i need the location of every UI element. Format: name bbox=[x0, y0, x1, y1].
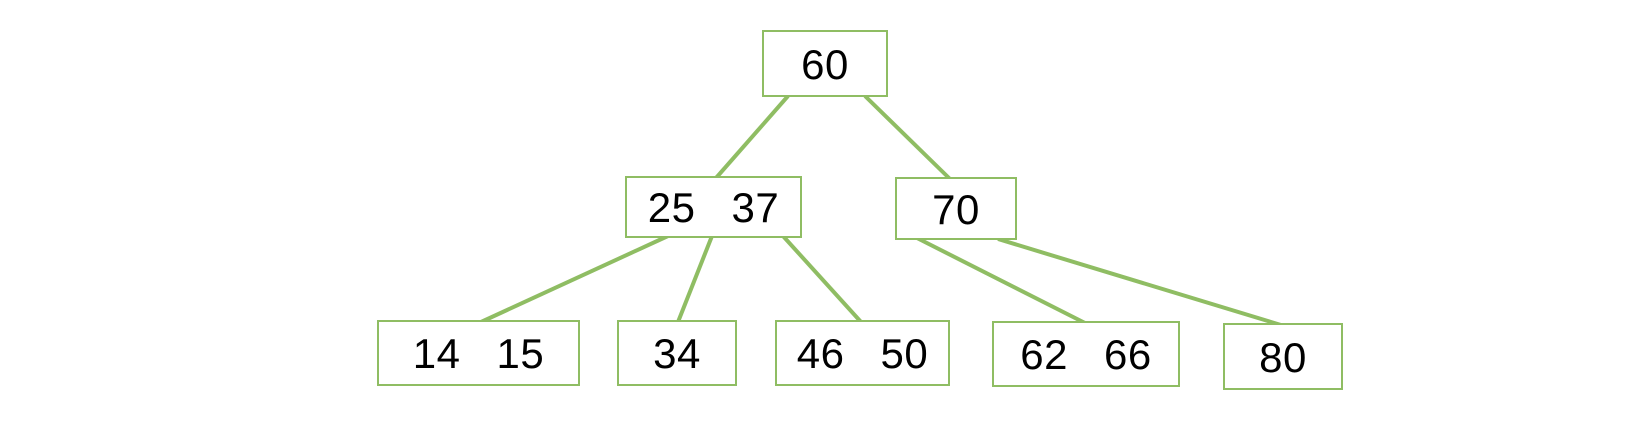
node-key: 66 bbox=[1104, 331, 1152, 378]
tree-edge-n25-37-n14-15 bbox=[480, 234, 669, 324]
node-key: 80 bbox=[1259, 333, 1307, 381]
tree-edge-n70-n80 bbox=[997, 237, 1282, 327]
tree-node-n70: 70 bbox=[895, 177, 1017, 240]
node-key: 14 bbox=[412, 330, 461, 377]
node-key: 50 bbox=[880, 330, 929, 377]
tree-node-n62-66: 62 66 bbox=[992, 321, 1180, 387]
node-key: 37 bbox=[731, 184, 780, 231]
tree-node-n80: 80 bbox=[1223, 323, 1343, 390]
tree-edge-n25-37-n34 bbox=[676, 235, 714, 323]
node-key: 60 bbox=[801, 40, 849, 88]
tree-node-n14-15: 14 15 bbox=[377, 320, 580, 386]
node-key: 15 bbox=[496, 330, 545, 377]
node-key: 46 bbox=[796, 330, 845, 377]
tree-node-n60: 60 bbox=[762, 30, 888, 97]
tree-node-n34: 34 bbox=[617, 320, 737, 386]
tree-node-n25-37: 25 37 bbox=[625, 176, 802, 238]
node-key: 62 bbox=[1020, 331, 1068, 378]
tree-edge-n60-n70 bbox=[863, 94, 952, 181]
tree-edge-n70-n62-66 bbox=[916, 236, 1086, 325]
tree-edge-n60-n25-37 bbox=[714, 94, 790, 180]
node-key: 70 bbox=[932, 185, 980, 233]
node-key: 25 bbox=[647, 184, 696, 231]
tree-edge-n25-37-n46-50 bbox=[781, 234, 863, 324]
node-key: 34 bbox=[653, 330, 701, 377]
tree-node-n46-50: 46 50 bbox=[775, 320, 950, 386]
